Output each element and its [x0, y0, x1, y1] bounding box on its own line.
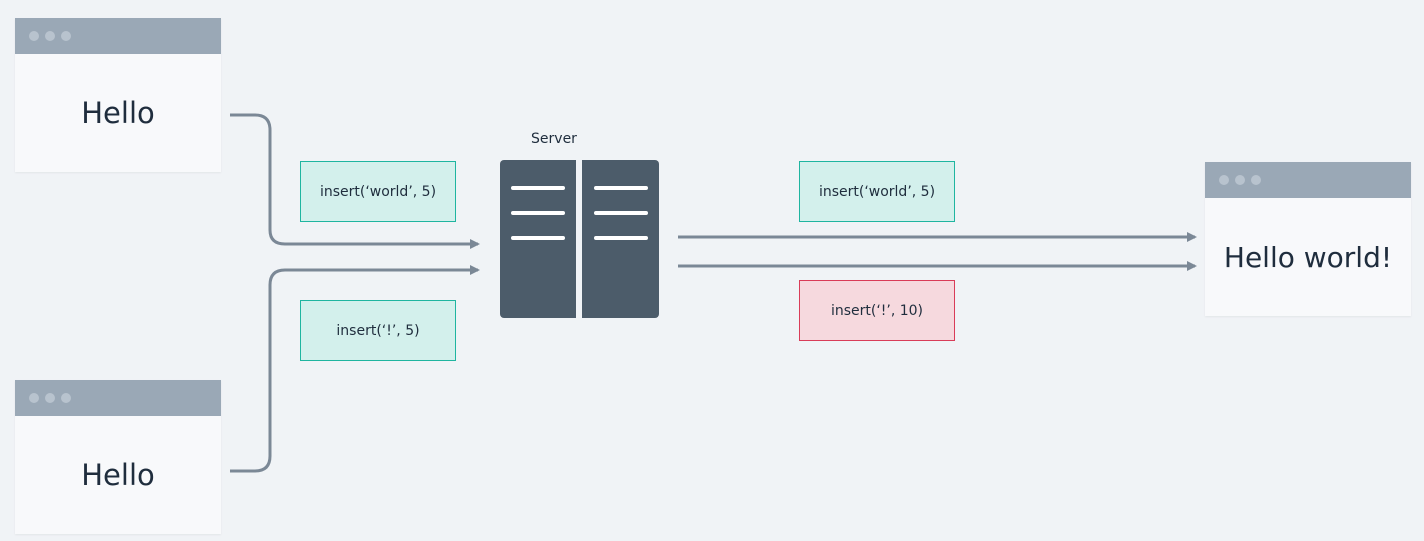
- server-rack-icon: [500, 160, 576, 318]
- window-titlebar: [15, 380, 221, 416]
- server-label: Server: [531, 131, 577, 147]
- operation-box-forward-1: insert(‘world’, 5): [799, 161, 955, 222]
- server-slot-line: [511, 186, 565, 190]
- operation-box-client-a: insert(‘world’, 5): [300, 161, 456, 222]
- client-document-text: Hello world!: [1223, 240, 1393, 274]
- window-dot-icon: [1251, 175, 1261, 185]
- window-dot-icon: [29, 393, 39, 403]
- window-dot-icon: [1235, 175, 1245, 185]
- window-dot-icon: [61, 31, 71, 41]
- server-slot-line: [594, 236, 648, 240]
- window-titlebar: [15, 18, 221, 54]
- client-document-text: Hello: [81, 458, 155, 492]
- connector-client-a-to-server: [230, 113, 480, 249]
- window-dot-icon: [61, 393, 71, 403]
- operation-box-forward-2: insert(‘!’, 10): [799, 280, 955, 341]
- window-dot-icon: [45, 31, 55, 41]
- window-dot-icon: [1219, 175, 1229, 185]
- client-window-a: Hello: [15, 18, 221, 172]
- server-slot-line: [511, 211, 565, 215]
- client-window-b: Hello: [15, 380, 221, 534]
- client-document-text: Hello: [81, 96, 155, 130]
- window-dot-icon: [29, 31, 39, 41]
- client-window-c: Hello world!: [1205, 162, 1411, 316]
- window-dot-icon: [45, 393, 55, 403]
- server-slot-line: [594, 186, 648, 190]
- server-rack-icon: [582, 160, 659, 318]
- window-titlebar: [1205, 162, 1411, 198]
- server-slot-line: [511, 236, 565, 240]
- operation-box-client-b: insert(‘!’, 5): [300, 300, 456, 361]
- connector-client-b-to-server: [230, 265, 480, 473]
- server-slot-line: [594, 211, 648, 215]
